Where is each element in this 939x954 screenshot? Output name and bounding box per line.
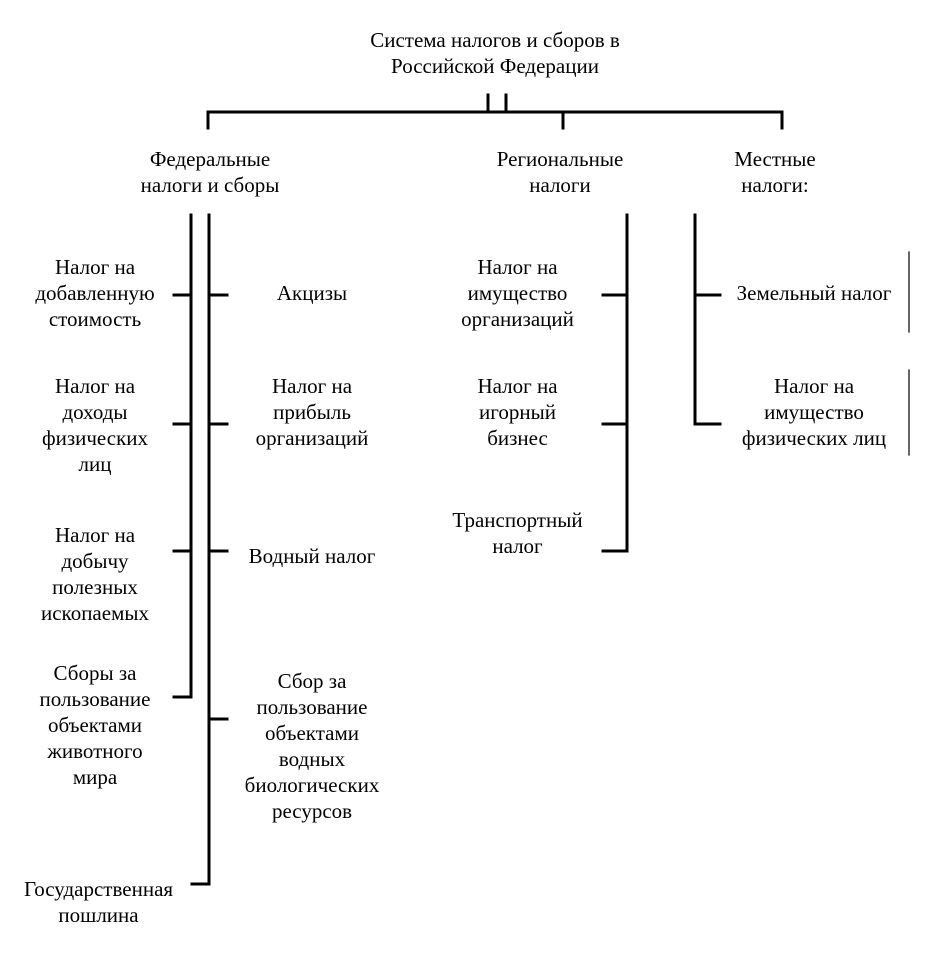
federal-right-item-water: Водный налог xyxy=(248,544,376,568)
local-item-personal-property: Налог на имущество физических лиц xyxy=(741,374,887,450)
federal-right-item-excise: Акцизы xyxy=(276,281,348,305)
federal-left-item-pit: Налог на доходы физических лиц xyxy=(41,374,149,476)
category-federal: Федеральные налоги и сборы xyxy=(140,147,280,197)
federal-left-item-mining: Налог на добычу полезных ископаемых xyxy=(41,523,149,625)
federal-left-item-wildlife: Сборы за пользование объектами животного… xyxy=(39,661,151,789)
federal-left-item-vat: Налог на добавленную стоимость xyxy=(35,255,155,331)
federal-right-item-profit: Налог на прибыль организаций xyxy=(255,374,369,450)
federal-left-item-duty: Государственная пошлина xyxy=(23,877,174,927)
local-item-land: Земельный налог xyxy=(736,281,892,305)
category-local: Местные налоги: xyxy=(734,147,816,197)
root-title: Система налогов и сборов в Российской Фе… xyxy=(370,28,620,78)
category-regional: Региональные налоги xyxy=(496,147,624,197)
federal-right-item-aquatic: Сбор за пользование объектами водных био… xyxy=(244,669,380,823)
regional-item-property: Налог на имущество организаций xyxy=(461,255,574,331)
regional-item-gambling: Налог на игорный бизнес xyxy=(477,374,558,450)
regional-item-transport: Транспортный налог xyxy=(452,508,583,558)
